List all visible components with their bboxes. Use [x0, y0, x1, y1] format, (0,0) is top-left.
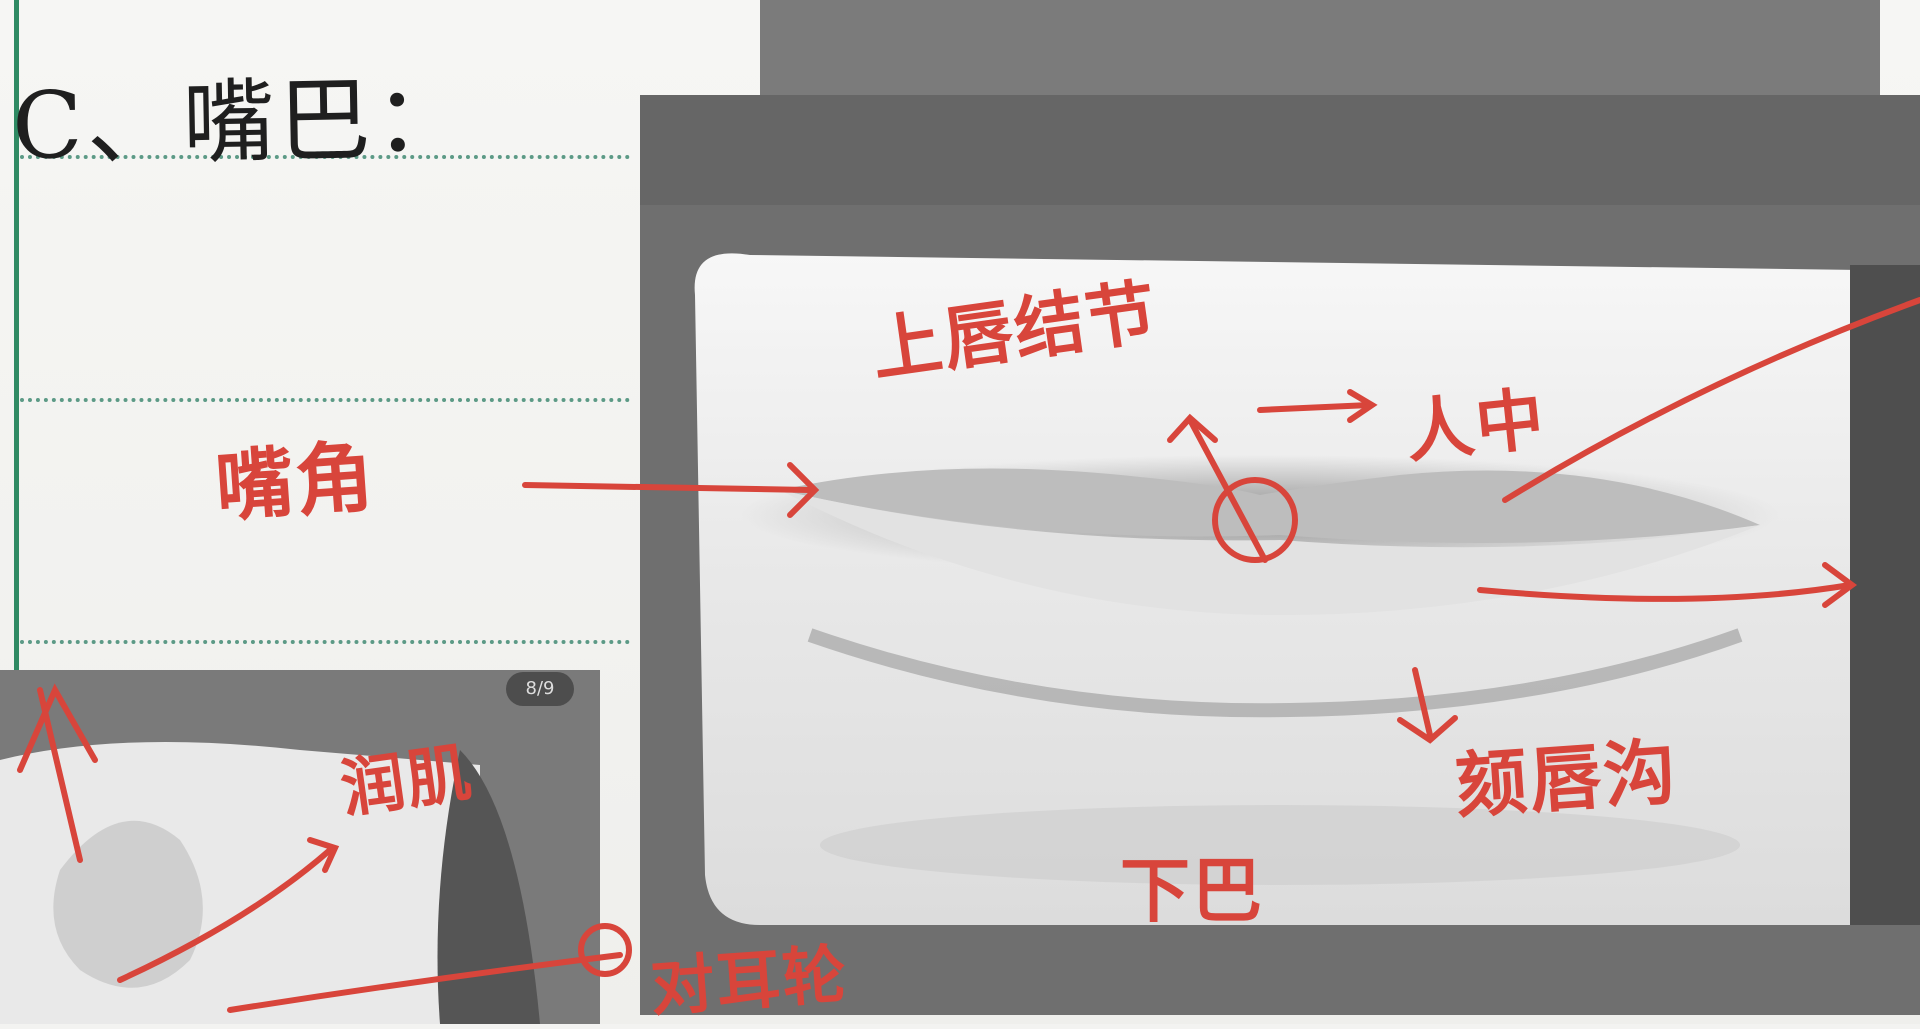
- annotation-philtrum: 人中: [1401, 379, 1550, 474]
- dotted-rule: [20, 640, 630, 644]
- mouth-plaster-drawing: [640, 95, 1920, 1015]
- annotation-small-photo: 润肌: [336, 736, 478, 828]
- page-counter-badge: 8/9: [506, 672, 574, 706]
- ear-plaster-drawing: [0, 670, 600, 1024]
- annotation-mouth-corner: 嘴角: [212, 432, 379, 534]
- annotation-bottom: 对耳轮: [648, 938, 851, 1026]
- annotation-mentolabial-groove: 颏唇沟: [1452, 729, 1681, 829]
- ear-plaster-photo: [0, 670, 600, 1024]
- upper-photo-edge: [760, 0, 1880, 95]
- dotted-rule: [20, 155, 630, 159]
- dotted-rule: [20, 398, 630, 402]
- margin-line: [14, 0, 19, 670]
- annotation-lower-lip: 下巴: [1120, 850, 1264, 932]
- mouth-plaster-photo: [640, 95, 1920, 1015]
